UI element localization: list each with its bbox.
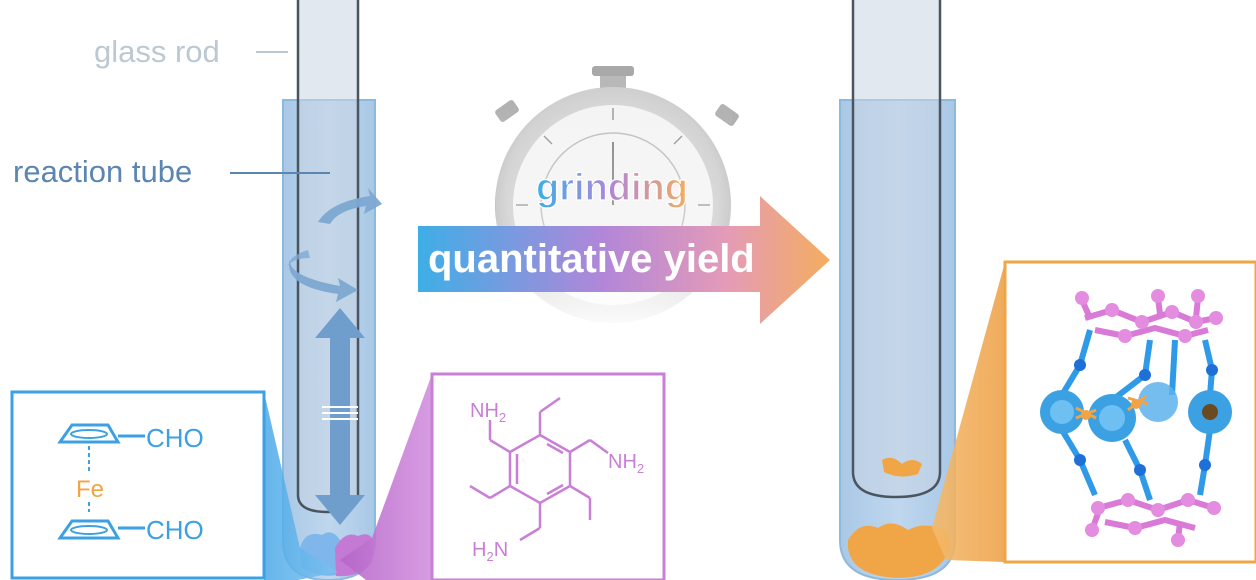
top-amine-label: NH2 xyxy=(470,400,506,425)
process-label: grinding xyxy=(536,167,688,209)
product-powder xyxy=(848,523,950,578)
updown-arrow-icon xyxy=(315,308,365,525)
top-cho-label: CHO xyxy=(146,423,204,453)
iron-label: Fe xyxy=(76,476,104,503)
cage-molecule xyxy=(1040,289,1232,547)
bottom-cho-label: CHO xyxy=(146,515,204,545)
outcome-label: quantitative yield xyxy=(428,237,755,281)
ferrocene-panel: CHO Fe CHO xyxy=(10,390,338,580)
amine-panel: NH2 NH2 H2N xyxy=(340,372,666,580)
rotation-arrow-icon xyxy=(286,188,382,302)
right-amine-label: NH2 xyxy=(608,451,644,476)
glass-rod-label: glass rod xyxy=(94,34,220,69)
reaction-tube-label: reaction tube xyxy=(13,154,192,189)
bottom-amine-label: H2N xyxy=(472,539,508,564)
process-arrow xyxy=(418,196,830,324)
right-glass-rod xyxy=(851,0,942,499)
